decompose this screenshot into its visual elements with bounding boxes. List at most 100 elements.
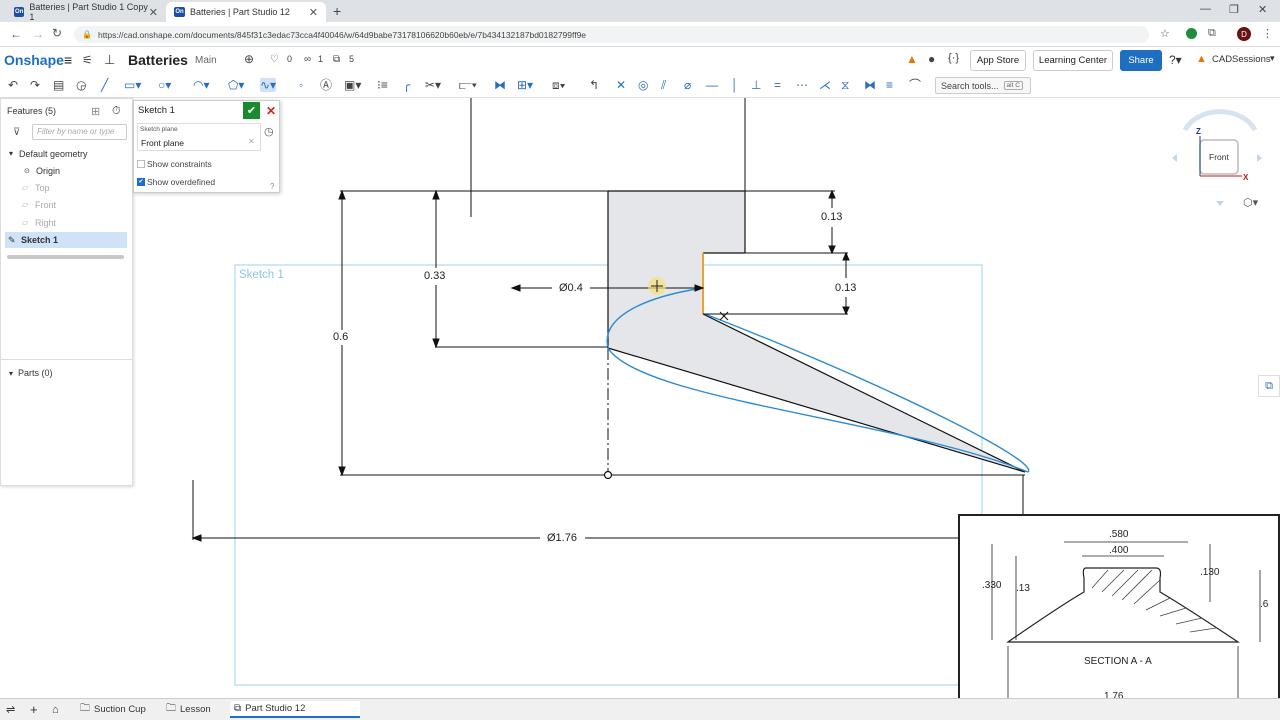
dimension-label[interactable]: 0.13 [835,282,857,294]
tangent-constraint-icon[interactable]: ⌀ [684,78,692,92]
sketch-history-icon[interactable]: ◷ [264,126,274,138]
apps-icon[interactable]: ▲ [906,52,918,66]
version-icon[interactable]: ⊥ [104,52,116,67]
home-folder-icon[interactable]: ⌂ [52,703,59,716]
feature-item-front[interactable]: Front [35,200,57,210]
cancel-x-icon[interactable]: ✕ [265,103,277,118]
help-icon[interactable]: ?▾ [1169,53,1182,67]
line-tool-icon[interactable]: ╱ [101,78,109,92]
perpendicular-constraint-icon[interactable]: ⊥ [751,78,762,92]
offset-tool-icon[interactable]: ⫍▾ [459,78,477,92]
insert-tab-icon[interactable]: + [30,702,38,717]
fillet-tool-icon[interactable]: ╭ [403,78,411,92]
new-tab-icon[interactable]: + [333,3,342,19]
link-icon[interactable]: ∞ [304,54,312,65]
browser-tab-active[interactable]: On Batteries | Part Studio 12 ✕ [166,2,326,22]
account-menu[interactable]: CADSessions [1212,54,1271,65]
account-chevron-icon[interactable]: ▾ [1270,53,1275,63]
use-tool-icon[interactable]: ↰ [589,78,600,92]
equal-constraint-icon[interactable]: = [774,78,782,92]
view-options-icon[interactable]: ⬡▾ [1243,197,1259,209]
app-store-button[interactable]: App Store [970,50,1026,71]
like-icon[interactable]: ♡ [270,54,279,65]
dimension-label[interactable]: 0.13 [821,211,843,223]
curvature-constraint-icon[interactable]: ⌒ [909,78,922,92]
feature-item-origin[interactable]: Origin [36,166,61,176]
dxf-import-icon[interactable]: ⁝≡ [377,78,388,92]
concentric-constraint-icon[interactable]: ◎ [638,78,649,92]
point-tool-icon[interactable]: ◦ [299,78,304,92]
view-cube-face-label[interactable]: Front [1209,152,1229,162]
learning-center-button[interactable]: Learning Center [1033,50,1113,71]
undo-icon[interactable]: ↶ [8,78,19,92]
polygon-tool-icon[interactable]: ⬠▾ [228,78,245,92]
tab-manager-icon[interactable]: ⇌ [6,704,16,716]
clear-field-icon[interactable]: ✕ [248,137,255,146]
transform-tool-icon[interactable]: ⧈▾ [552,78,566,92]
profile-avatar[interactable]: D [1237,27,1251,41]
sketch-tool-icon[interactable]: ◶ [76,78,87,92]
close-tab-icon[interactable]: ✕ [308,6,318,19]
fix-constraint-icon[interactable]: ≡ [886,78,894,92]
onshape-logo[interactable]: Onshape [4,52,64,68]
search-tools-input[interactable]: Search tools... alt C [935,77,1031,94]
add-folder-icon[interactable]: ⊞ [91,106,101,118]
share-button[interactable]: Share [1120,50,1162,71]
filter-input[interactable]: Filter by name or type [32,124,127,140]
graphics-viewport[interactable] [0,98,1280,698]
circle-tool-icon[interactable]: ○▾ [158,78,172,92]
midpoint-constraint-icon[interactable]: ⋯ [796,78,808,92]
sketch-plane-field[interactable]: Sketch plane Front plane ✕ [137,123,261,151]
back-icon[interactable]: ← [10,27,22,41]
copies-icon[interactable]: ⧉ [333,54,341,65]
parts-header[interactable]: Parts (0) [18,368,53,378]
extension-icon[interactable] [1186,28,1197,39]
spline-tool-icon[interactable]: ∿▾ [260,78,277,92]
document-title[interactable]: Batteries [128,52,188,68]
forward-icon[interactable]: → [32,27,44,41]
dimension-label[interactable]: 0.6 [333,331,349,343]
rectangle-tool-icon[interactable]: ▭▾ [124,78,142,92]
redo-icon[interactable]: ↷ [30,78,41,92]
restore-icon[interactable]: ❐ [1229,4,1239,16]
rollback-bar[interactable] [7,255,124,259]
show-overdefined-checkbox[interactable]: ✔ [137,178,145,186]
pattern-tool-icon[interactable]: ⊞▾ [517,78,534,92]
rollback-timer-icon[interactable]: ⏱ [112,105,121,117]
dimension-label[interactable]: Ø1.76 [547,532,577,544]
public-globe-icon[interactable]: ⊕ [244,52,255,66]
collapse-chevron-icon[interactable]: ▾ [9,149,14,158]
mirror-tool-icon[interactable]: ⧓ [494,78,506,92]
symmetric-constraint-icon[interactable]: ⧓ [864,78,876,92]
text-tool-icon[interactable]: Ⓐ [320,78,333,92]
default-geometry-group[interactable]: Default geometry [19,149,88,159]
featurescript-icon[interactable]: {·} [948,52,960,64]
feature-item-top[interactable]: Top [35,183,50,193]
feature-list-icon[interactable]: ▤ [53,78,65,92]
horizontal-constraint-icon[interactable]: — [706,78,718,92]
comments-icon[interactable]: ● [928,52,936,66]
configurations-icon[interactable]: ⧉ [1258,375,1280,397]
normal-constraint-icon[interactable]: ⋌ [819,78,831,92]
dimension-label[interactable]: Ø0.4 [559,282,583,294]
minimize-icon[interactable]: — [1200,3,1211,15]
extensions-puzzle-icon[interactable]: ⧉ [1208,27,1216,39]
dimension-label[interactable]: 0.33 [424,270,446,282]
trim-tool-icon[interactable]: ✂▾ [425,78,442,92]
close-window-icon[interactable]: ✕ [1258,4,1268,16]
feature-item-sketch-row[interactable]: ✎ Sketch 1 [5,232,127,248]
pierce-constraint-icon[interactable]: ⧖ [841,78,850,92]
image-tool-icon[interactable]: ▣▾ [344,78,362,92]
tab-lesson[interactable]: 🗀 Lesson [166,701,211,718]
bookmark-star-icon[interactable]: ☆ [1160,28,1170,40]
tab-suction-cup[interactable]: 🗀 Suction Cup [80,701,146,718]
tab-part-studio-12[interactable]: ⧉ Part Studio 12 [230,701,360,718]
accept-check-icon[interactable]: ✔ [243,102,260,119]
parallel-constraint-icon[interactable]: ⫽ [661,78,667,92]
vertical-constraint-icon[interactable]: │ [731,78,739,92]
browser-tab[interactable]: On Batteries | Part Studio 1 Copy 1 ✕ [6,2,166,22]
close-tab-icon[interactable]: ✕ [148,6,158,19]
coincident-constraint-icon[interactable]: ✕ [616,78,627,92]
filter-icon[interactable]: ⊽ [13,127,21,138]
browser-menu-icon[interactable]: ⋮ [1262,28,1273,40]
